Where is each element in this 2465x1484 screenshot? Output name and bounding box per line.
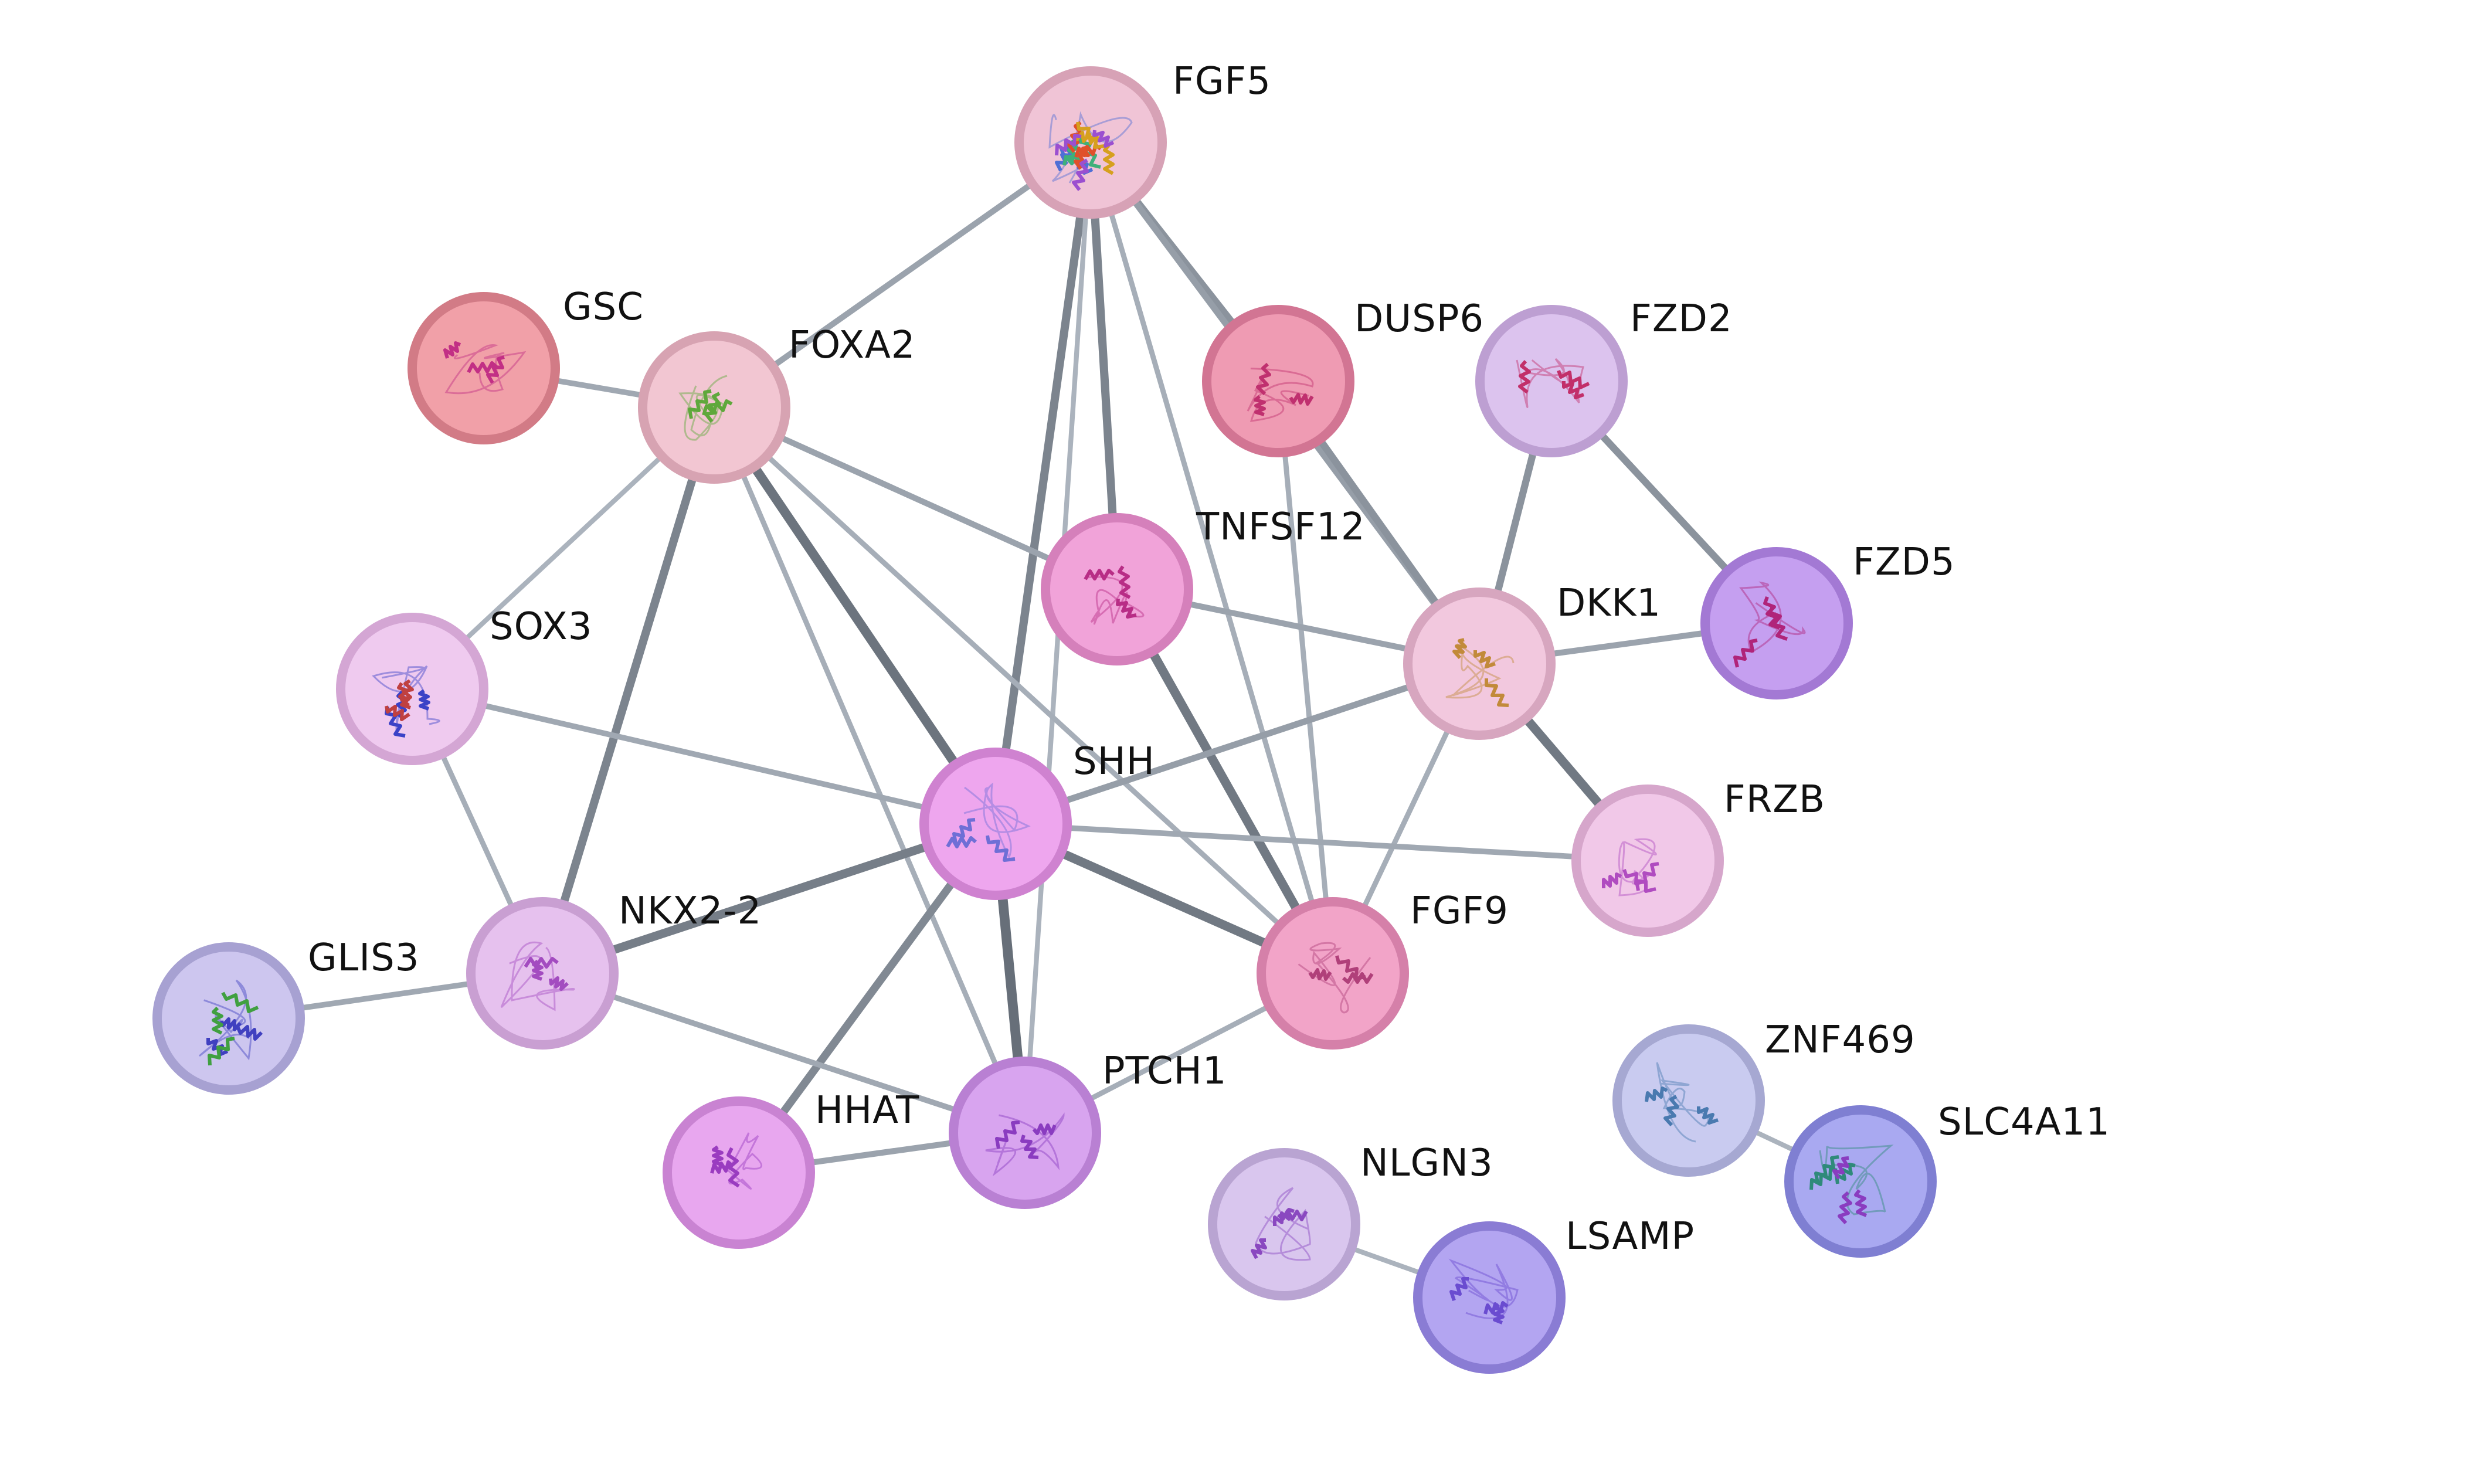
node-circle-lsamp[interactable]: [1413, 1221, 1566, 1374]
node-label-hhat: HHAT: [815, 1089, 919, 1132]
protein-structure-icon-ptch1: [985, 1112, 1065, 1177]
node-label-znf469: ZNF469: [1765, 1018, 1916, 1062]
node-circle-slc4a11[interactable]: [1784, 1105, 1937, 1258]
node-fzd5[interactable]: FZD5: [1700, 541, 1955, 699]
node-fgf5[interactable]: FGF5: [1014, 60, 1271, 219]
node-circle-znf469[interactable]: [1612, 1024, 1765, 1177]
protein-structure-icon-slc4a11: [1809, 1145, 1894, 1225]
edge-foxa2-ptch1[interactable]: [711, 405, 1028, 1136]
protein-structure-icon-glis3: [198, 979, 263, 1066]
node-label-foxa2: FOXA2: [789, 324, 915, 367]
edge-foxa2-fgf9[interactable]: [711, 405, 1336, 976]
protein-structure-icon-shh: [946, 782, 1031, 862]
edge-foxa2-shh[interactable]: [709, 403, 1000, 828]
edge-dusp6-fgf9[interactable]: [1275, 378, 1336, 976]
node-hhat[interactable]: HHAT: [663, 1089, 919, 1249]
edge-fgf5-shh[interactable]: [991, 138, 1095, 828]
edge-shh-nkx2-2[interactable]: [538, 819, 1000, 978]
protein-structure-icon-nkx2-2: [500, 941, 575, 1011]
node-label-nkx2-2: NKX2-2: [619, 889, 762, 933]
node-label-dusp6: DUSP6: [1354, 297, 1484, 341]
protein-structure-icon-fzd5: [1733, 581, 1806, 668]
node-glis3[interactable]: GLIS3: [152, 936, 419, 1095]
node-label-fgf5: FGF5: [1173, 60, 1271, 103]
node-circle-frzb[interactable]: [1571, 785, 1724, 937]
protein-structure-icon-tnfsf12: [1084, 565, 1145, 625]
node-fzd2[interactable]: FZD2: [1475, 297, 1733, 457]
node-label-lsamp: LSAMP: [1566, 1215, 1695, 1258]
edge-fgf5-foxa2[interactable]: [711, 139, 1094, 411]
node-label-fzd5: FZD5: [1853, 541, 1955, 584]
node-nkx2-2[interactable]: NKX2-2: [466, 889, 762, 1050]
protein-structure-icon-nlgn3: [1251, 1187, 1311, 1261]
node-foxa2[interactable]: FOXA2: [638, 324, 915, 484]
protein-structure-icon-gsc: [443, 341, 527, 395]
protein-structure-icon-fzd2: [1516, 358, 1590, 408]
node-slc4a11[interactable]: SLC4A11: [1784, 1101, 2110, 1258]
node-label-ptch1: PTCH1: [1102, 1050, 1227, 1093]
node-shh[interactable]: SHH: [919, 740, 1155, 900]
node-frzb[interactable]: FRZB: [1571, 778, 1825, 937]
node-fgf9[interactable]: FGF9: [1257, 889, 1509, 1050]
node-circle-tnfsf12[interactable]: [1041, 513, 1193, 665]
node-label-sox3: SOX3: [490, 605, 592, 648]
node-circle-dkk1[interactable]: [1403, 588, 1556, 740]
node-label-dkk1: DKK1: [1557, 582, 1661, 625]
node-znf469[interactable]: ZNF469: [1612, 1018, 1916, 1177]
protein-structure-icon-znf469: [1645, 1062, 1719, 1143]
node-circle-dusp6[interactable]: [1202, 305, 1354, 457]
node-label-fgf9: FGF9: [1410, 889, 1509, 933]
node-circle-shh[interactable]: [919, 748, 1072, 900]
node-ptch1[interactable]: PTCH1: [949, 1050, 1227, 1209]
edge-fgf5-fgf9[interactable]: [1088, 140, 1336, 976]
edge-foxa2-nkx2-2[interactable]: [538, 403, 719, 978]
node-sox3[interactable]: SOX3: [336, 605, 592, 765]
protein-structure-icon-dusp6: [1247, 362, 1314, 422]
node-tnfsf12[interactable]: TNFSF12: [1041, 505, 1366, 665]
protein-structure-icon-fgf5: [1048, 111, 1133, 191]
protein-structure-icon-hhat: [710, 1132, 763, 1190]
edge-fgf5-ptch1[interactable]: [1022, 140, 1094, 1136]
edge-dkk1-shh[interactable]: [992, 660, 1483, 827]
node-dkk1[interactable]: DKK1: [1403, 582, 1661, 740]
node-label-tnfsf12: TNFSF12: [1196, 505, 1366, 549]
node-label-shh: SHH: [1073, 740, 1155, 783]
node-nlgn3[interactable]: NLGN3: [1208, 1142, 1493, 1300]
node-gsc[interactable]: GSC: [408, 286, 644, 444]
edge-shh-frzb[interactable]: [993, 821, 1651, 864]
node-circle-fzd2[interactable]: [1475, 305, 1628, 457]
node-circle-fgf9[interactable]: [1257, 897, 1409, 1050]
node-lsamp[interactable]: LSAMP: [1413, 1215, 1695, 1374]
protein-structure-icon-lsamp: [1448, 1258, 1519, 1325]
protein-structure-icon-fgf9: [1298, 942, 1374, 1014]
protein-structure-icon-frzb: [1602, 838, 1659, 896]
edge-sox3-shh[interactable]: [409, 686, 999, 827]
node-label-slc4a11: SLC4A11: [1938, 1101, 2110, 1144]
node-label-fzd2: FZD2: [1630, 297, 1733, 341]
protein-structure-icon-dkk1: [1445, 638, 1515, 707]
node-label-glis3: GLIS3: [308, 936, 419, 980]
node-circle-nlgn3[interactable]: [1208, 1148, 1360, 1300]
node-label-gsc: GSC: [563, 286, 644, 329]
node-label-nlgn3: NLGN3: [1360, 1142, 1493, 1185]
node-label-frzb: FRZB: [1724, 778, 1825, 821]
edge-nkx2-2-ptch1[interactable]: [539, 970, 1028, 1136]
node-dusp6[interactable]: DUSP6: [1202, 297, 1484, 457]
protein-structure-icon-foxa2: [678, 375, 733, 441]
protein-structure-icon-sox3: [372, 665, 440, 738]
node-circle-ptch1[interactable]: [949, 1057, 1101, 1209]
